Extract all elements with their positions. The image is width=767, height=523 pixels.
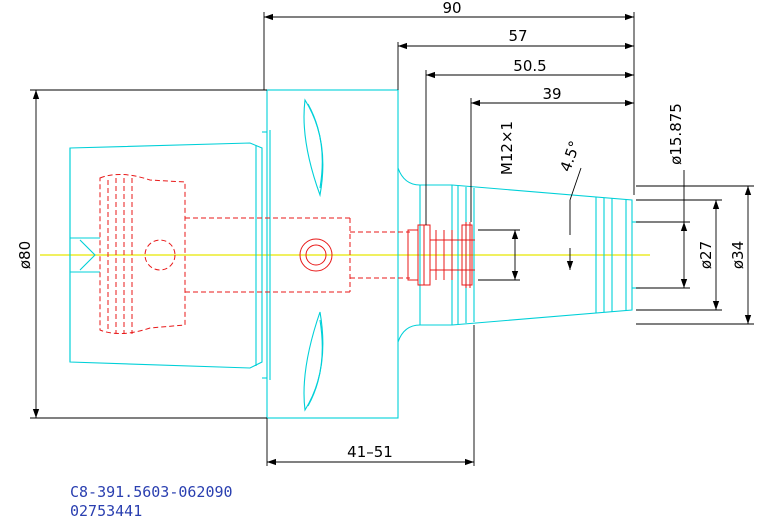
dim-adjust-range: 41–51	[347, 443, 393, 461]
article-code: C8-391.5603-062090	[70, 483, 233, 501]
flange-outline	[262, 89, 399, 419]
dim-dia-15875: ø15.875	[667, 103, 685, 165]
dim-length-57: 57	[508, 27, 527, 45]
item-number: 02753441	[70, 502, 142, 520]
dim-dia-34: ø34	[729, 241, 747, 269]
dim-dia-27: ø27	[697, 241, 715, 269]
hidden-lines	[99, 174, 475, 334]
dim-length-50-5: 50.5	[513, 57, 546, 75]
dimension-lines	[30, 12, 754, 466]
dim-taper-angle: 4.5°	[556, 138, 584, 174]
dim-dia-80: ø80	[16, 241, 34, 269]
dim-length-39: 39	[542, 85, 561, 103]
dim-overall-length: 90	[442, 0, 461, 17]
dim-thread: M12×1	[498, 121, 516, 175]
shank-outline	[69, 142, 263, 369]
